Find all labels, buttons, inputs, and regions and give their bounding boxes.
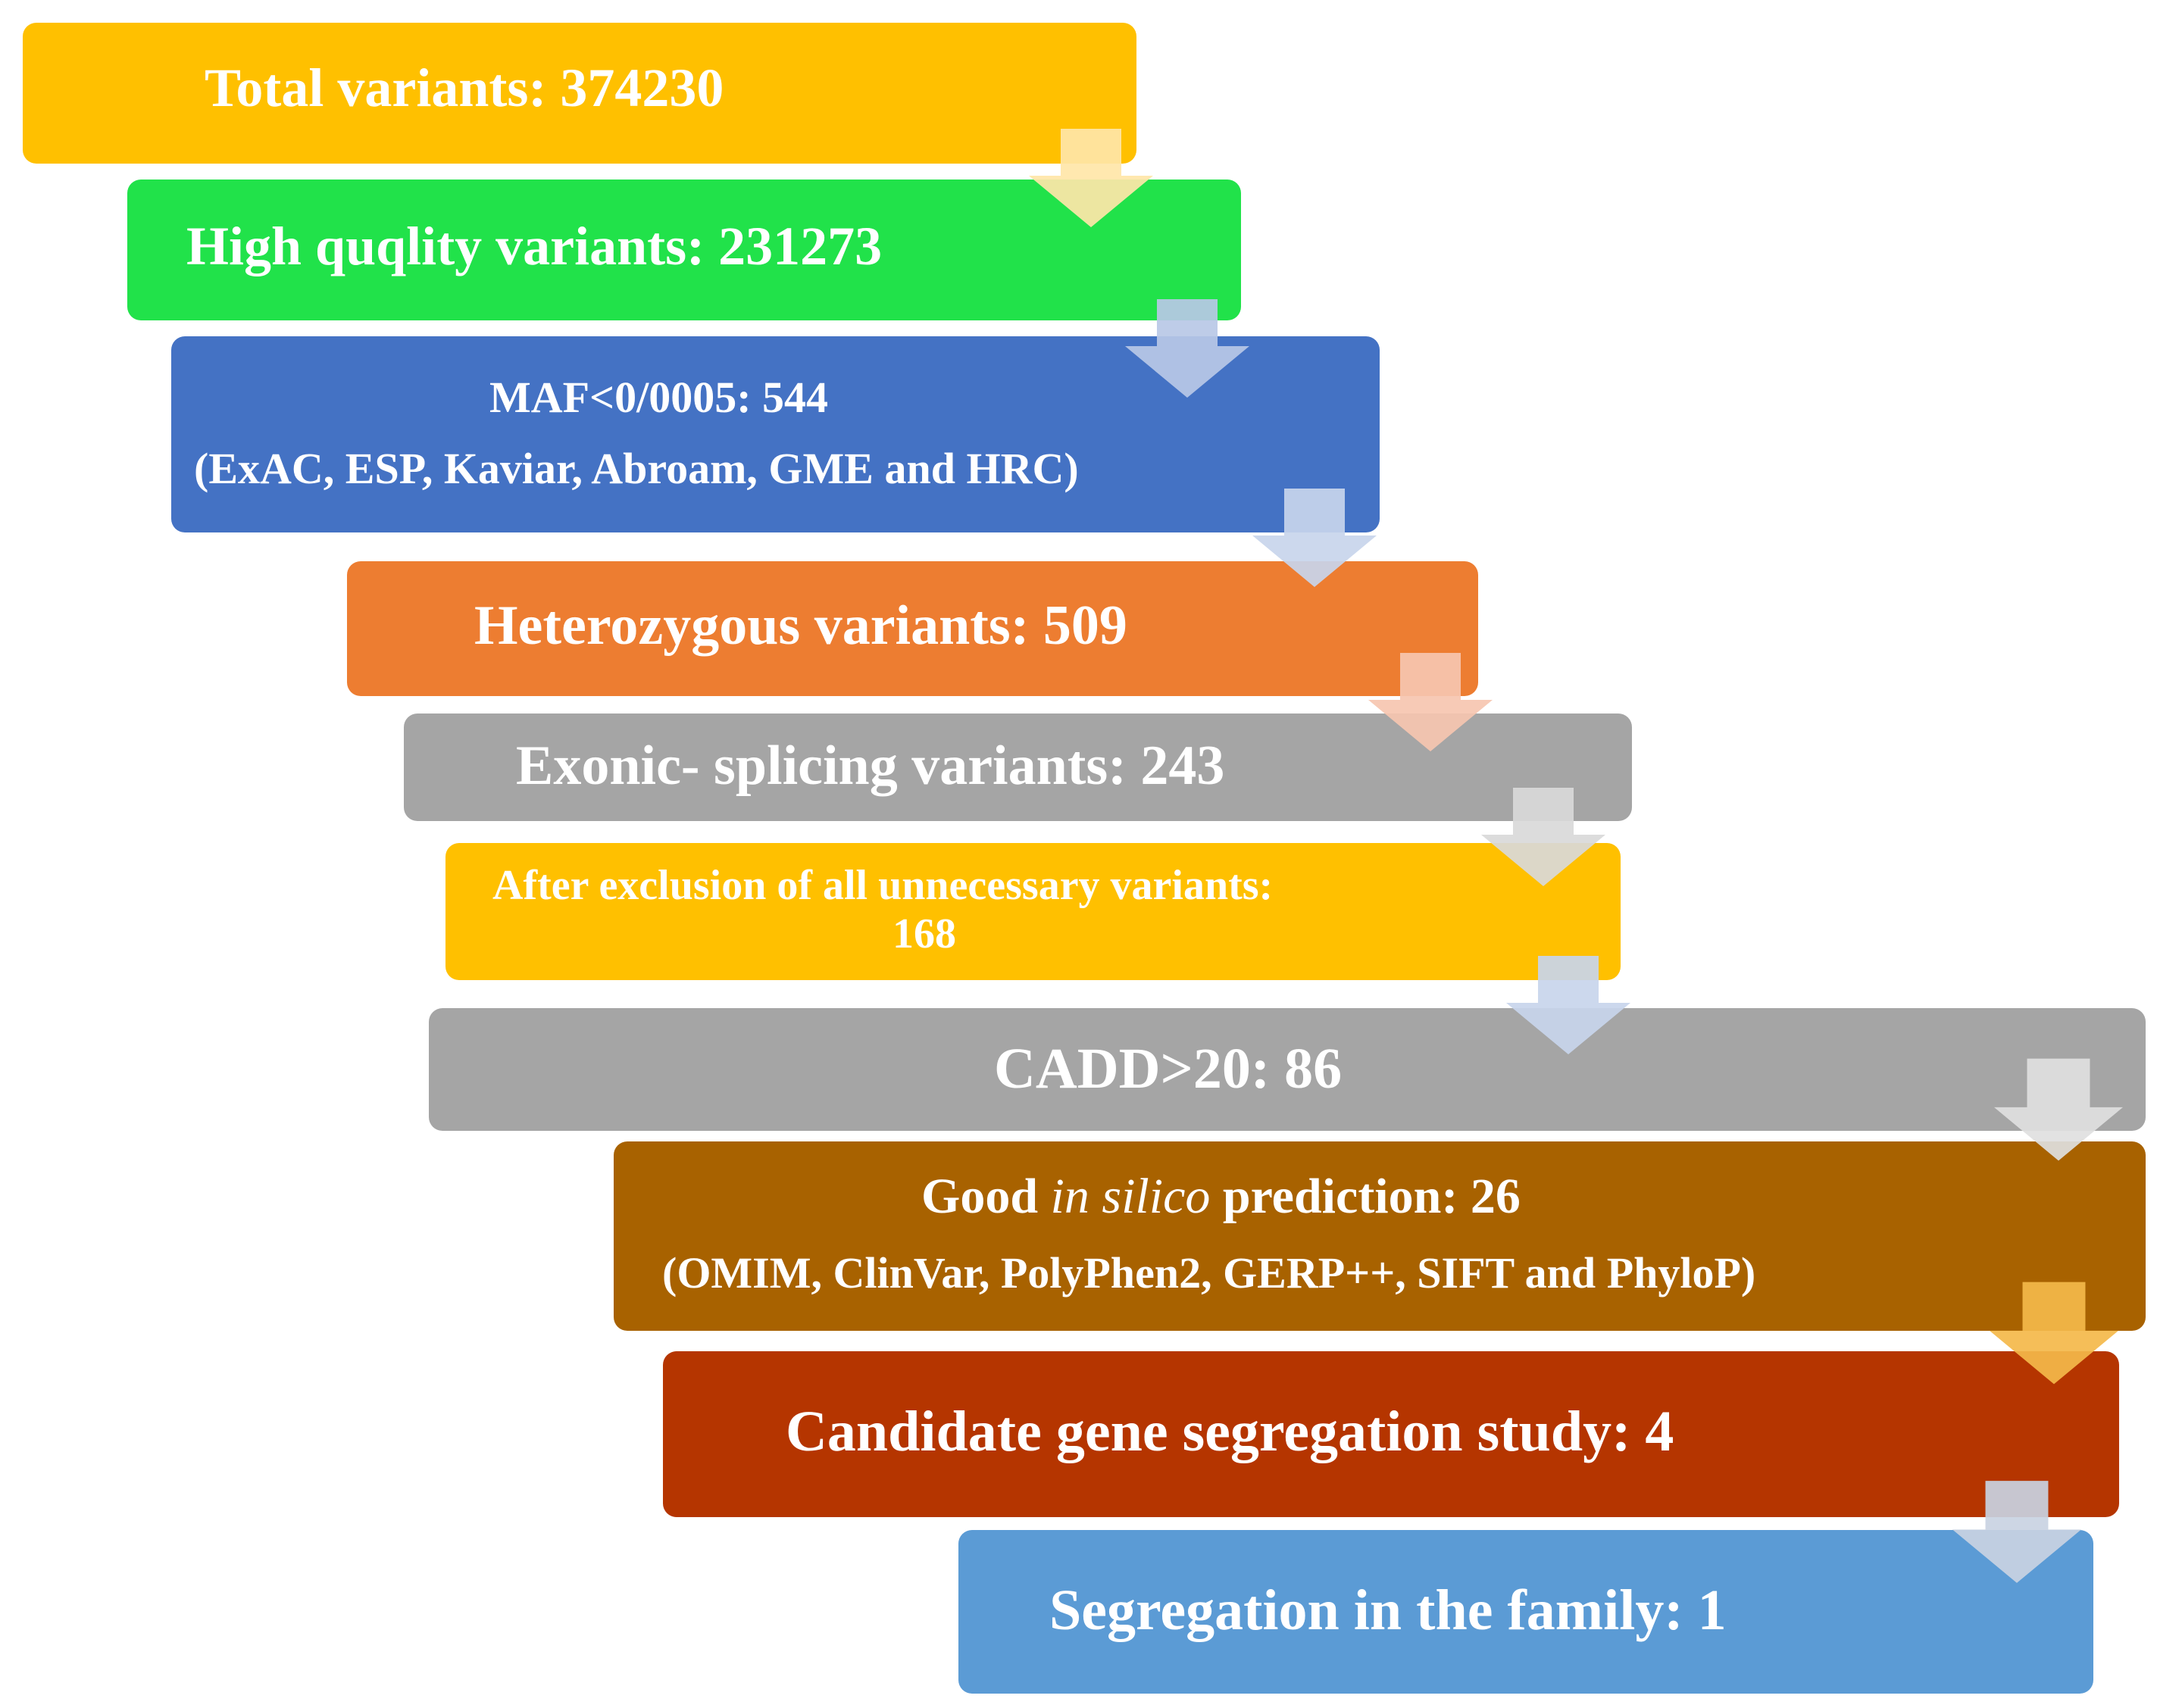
down-arrow-icon <box>1952 1473 2081 1591</box>
step-heterozygous-variants: Heterozygous variants: 509 <box>347 561 1478 696</box>
step-label: Candidate gene segregation study: 4 <box>786 1400 1674 1463</box>
step-in-silico-prediction: Good in silico prediction: 26 (OMIM, Cli… <box>614 1141 2146 1331</box>
step-exclusion-unnecessary: After exclusion of all unnecessary varia… <box>445 843 1621 980</box>
step-label: Good in silico prediction: 26 <box>921 1172 1521 1222</box>
down-arrow-icon <box>1029 129 1153 227</box>
arrow-shape <box>1481 788 1605 886</box>
step-label-count: 168 <box>892 910 956 957</box>
step-total-variants: Total variants: 374230 <box>23 23 1136 164</box>
step-label: Exonic- splicing variants: 243 <box>516 735 1225 797</box>
step-label: After exclusion of all unnecessary varia… <box>492 862 1274 909</box>
arrow-shape <box>1368 653 1493 751</box>
step-maf-filter: MAF<0/0005: 544 (ExAC, ESP, Kaviar, Abro… <box>171 336 1380 532</box>
step-sublabel: (ExAC, ESP, Kaviar, Abroam, GME and HRC) <box>194 444 1079 493</box>
down-arrow-icon <box>1252 489 1377 587</box>
down-arrow-icon <box>1994 1053 2123 1166</box>
down-arrow-icon <box>1481 788 1605 886</box>
arrow-shape <box>1994 1058 2123 1161</box>
step-sublabel: (OMIM, ClinVar, PolyPhen2, GERP++, SIFT … <box>662 1248 1756 1297</box>
step-label-pre: Good <box>921 1169 1051 1224</box>
arrow-shape <box>1252 489 1377 587</box>
arrow-shape <box>1029 129 1153 227</box>
arrow-shape <box>1125 299 1249 398</box>
step-segregation-family: Segregation in the family: 1 <box>958 1530 2093 1694</box>
arrow-shape <box>1990 1282 2118 1385</box>
down-arrow-icon <box>1506 956 1630 1054</box>
down-arrow-icon <box>1125 299 1249 398</box>
down-arrow-icon <box>1368 653 1493 751</box>
arrow-shape <box>1506 956 1630 1054</box>
step-label: Total variants: 374230 <box>205 58 724 118</box>
down-arrow-icon <box>1990 1276 2118 1390</box>
step-label: Heterozygous variants: 509 <box>474 595 1127 657</box>
step-high-quality-variants: High quqlity variants: 231273 <box>127 180 1241 320</box>
step-label: CADD>20: 86 <box>994 1037 1343 1101</box>
step-label: MAF<0/0005: 544 <box>489 373 829 422</box>
step-label: High quqlity variants: 231273 <box>186 216 883 276</box>
step-candidate-gene-segregation: Candidate gene segregation study: 4 <box>663 1351 2119 1517</box>
step-cadd-filter: CADD>20: 86 <box>429 1008 2146 1131</box>
step-label-post: prediction: 26 <box>1210 1169 1521 1224</box>
step-label: Segregation in the family: 1 <box>1049 1578 1727 1642</box>
step-label-italic: in silico <box>1050 1169 1211 1224</box>
arrow-shape <box>1952 1481 2081 1583</box>
